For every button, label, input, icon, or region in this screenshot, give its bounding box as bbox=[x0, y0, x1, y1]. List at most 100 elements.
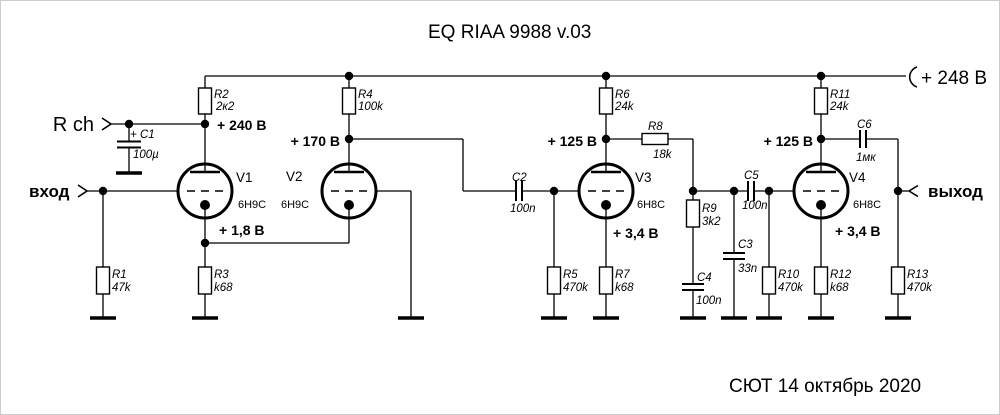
voltage-annotations: + 240 В + 170 В + 125 В + 125 В + 1,8 В … bbox=[217, 117, 881, 241]
resistor-body bbox=[197, 87, 213, 115]
output-terminal-icon bbox=[907, 184, 919, 198]
resistor-value: 2к2 bbox=[215, 101, 235, 113]
rch-label: R ch bbox=[53, 114, 94, 136]
resistor-body bbox=[95, 266, 111, 295]
output-label: выход bbox=[928, 182, 983, 201]
wire-net-input bbox=[87, 190, 178, 317]
tube-cathode bbox=[601, 200, 611, 210]
junction-dot bbox=[549, 186, 559, 196]
junction-dots bbox=[98, 71, 903, 248]
tube-envelope bbox=[577, 162, 635, 220]
tube-cathode bbox=[344, 200, 354, 210]
ground-symbols bbox=[90, 171, 911, 320]
tube-envelope bbox=[176, 162, 234, 220]
terminal-output: выход bbox=[907, 182, 983, 201]
wire-net-supply-rail bbox=[204, 75, 906, 88]
junction-dot bbox=[98, 186, 108, 196]
tube-envelope bbox=[792, 162, 850, 220]
capacitor-value: 100n bbox=[696, 295, 722, 307]
junction-dot bbox=[729, 186, 739, 196]
resistor-R3: R3 k68 bbox=[197, 266, 233, 295]
capacitor-C6: C6 1мк bbox=[856, 119, 876, 164]
resistor-body bbox=[761, 266, 777, 295]
resistor-value: 470k bbox=[778, 282, 804, 294]
resistor-body bbox=[890, 266, 906, 295]
capacitor-value: 33n bbox=[738, 263, 757, 275]
resistor-value: k68 bbox=[214, 282, 233, 294]
resistor-label: R9 bbox=[702, 203, 717, 215]
tube-designator: V3 bbox=[635, 170, 652, 185]
tube-type: 6Н9С bbox=[238, 199, 266, 211]
voltage-v4-cathode: + 3,4 В bbox=[835, 223, 881, 239]
resistor-R2: R2 2к2 bbox=[197, 87, 235, 115]
wire-net-v1v2-cathode bbox=[204, 205, 350, 317]
capacitor-label: C2 bbox=[512, 172, 527, 184]
junction-dot bbox=[893, 186, 903, 196]
resistor-label: R11 bbox=[830, 89, 850, 101]
capacitor-label: C1 bbox=[140, 129, 155, 141]
resistor-label: R7 bbox=[615, 269, 630, 281]
capacitor-C2: C2 100n bbox=[510, 172, 536, 215]
resistor-R10: R10 470k bbox=[761, 266, 804, 295]
capacitor-value: 100n bbox=[742, 200, 768, 212]
resistor-label: R8 bbox=[648, 121, 663, 133]
resistor-body bbox=[341, 87, 357, 115]
capacitor-value: 100µ bbox=[133, 149, 159, 161]
resistor-body bbox=[641, 132, 669, 146]
voltage-v3-cathode: + 3,4 В bbox=[613, 225, 659, 241]
resistor-R13: R13 470k bbox=[890, 266, 933, 295]
junction-dot bbox=[601, 71, 611, 81]
resistor-label: R5 bbox=[563, 269, 578, 281]
input-terminal-icon bbox=[101, 117, 113, 131]
terminal-rch: R ch bbox=[53, 114, 113, 136]
resistor-label: R3 bbox=[214, 269, 229, 281]
resistor-R5: R5 470k bbox=[546, 266, 589, 295]
voltage-v2-anode: + 170 В bbox=[291, 133, 340, 149]
tube-envelope bbox=[320, 162, 378, 220]
wire-net-v2-grid bbox=[376, 190, 412, 317]
tube-type: 6Н8С bbox=[853, 199, 881, 211]
resistor-R12: R12 k68 bbox=[813, 266, 852, 295]
voltage-v1-anode: + 240 В bbox=[217, 117, 266, 133]
resistor-R4: R4 100k bbox=[341, 87, 384, 115]
junction-dot bbox=[200, 238, 210, 248]
capacitor-C5: C5 100n bbox=[742, 170, 768, 212]
junction-dot bbox=[200, 119, 210, 129]
resistor-value: 24k bbox=[614, 101, 635, 113]
resistor-label: R6 bbox=[615, 89, 630, 101]
resistor-R7: R7 k68 bbox=[598, 266, 634, 295]
capacitor-label: C4 bbox=[697, 272, 712, 284]
input-label: вход bbox=[29, 182, 70, 201]
tube-cathode bbox=[816, 200, 826, 210]
resistor-label: R1 bbox=[112, 269, 127, 281]
resistor-value: 3k2 bbox=[702, 216, 721, 228]
resistor-label: R4 bbox=[358, 89, 373, 101]
resistor-R11: R11 24k bbox=[813, 87, 850, 115]
resistor-value: 47k bbox=[112, 282, 132, 294]
tube-V2: V2 6Н9С bbox=[281, 162, 378, 220]
resistor-R8: R8 18k bbox=[641, 121, 673, 161]
voltage-v3-anode: + 125 В bbox=[548, 133, 597, 149]
tube-V4: V4 6Н8С bbox=[792, 162, 881, 220]
resistor-body bbox=[598, 266, 614, 295]
voltage-v4-anode: + 125 В bbox=[764, 133, 813, 149]
resistor-body bbox=[197, 266, 213, 295]
resistor-body bbox=[546, 266, 562, 295]
resistor-value: k68 bbox=[615, 282, 634, 294]
junction-dot bbox=[816, 71, 826, 81]
resistor-value: k68 bbox=[830, 282, 849, 294]
tube-cathode bbox=[200, 200, 210, 210]
capacitor-C1: + C1 100µ bbox=[117, 129, 159, 161]
resistor-body bbox=[813, 87, 829, 115]
schematic-title: EQ RIAA 9988 v.03 bbox=[428, 22, 591, 43]
resistor-value: 470k bbox=[563, 282, 589, 294]
resistor-value: 100k bbox=[358, 101, 384, 113]
resistor-R1: R1 47k bbox=[95, 266, 132, 295]
resistor-label: R13 bbox=[907, 269, 929, 281]
resistor-label: R2 bbox=[214, 89, 229, 101]
resistor-value: 18k bbox=[653, 149, 673, 161]
tube-type: 6Н8С bbox=[637, 199, 665, 211]
junction-dot bbox=[601, 134, 611, 144]
tube-V3: V3 6Н8С bbox=[577, 162, 665, 220]
